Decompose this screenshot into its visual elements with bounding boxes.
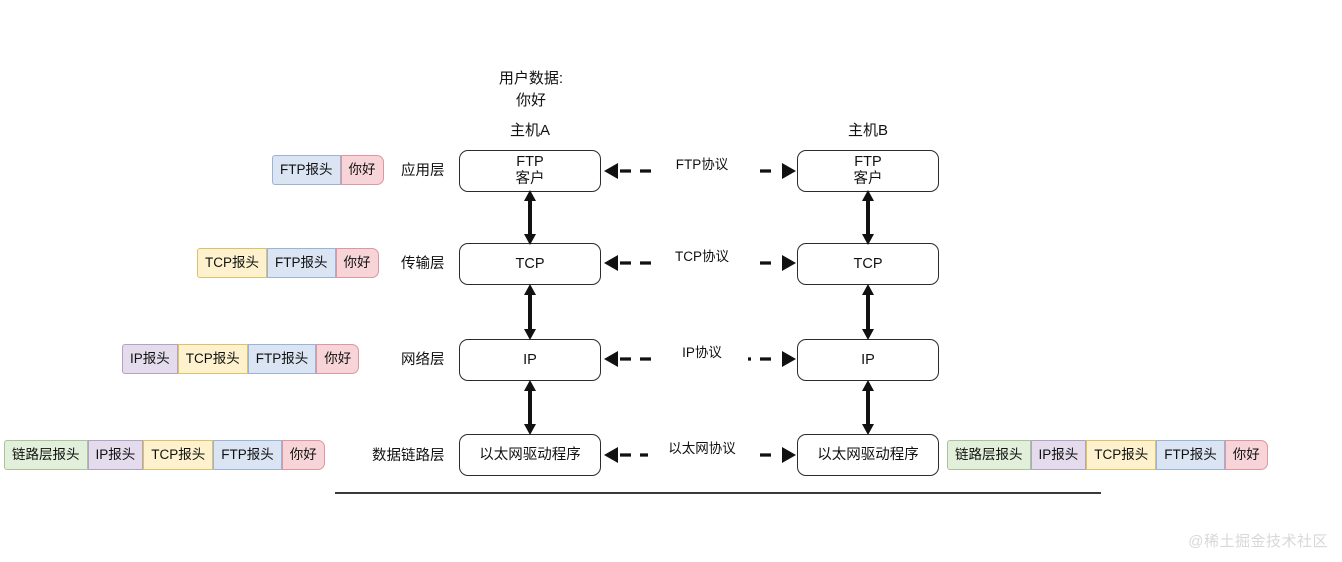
packet-chain-application: FTP报头 你好 [272, 155, 384, 185]
watermark: @稀土掘金技术社区 [1188, 533, 1328, 550]
host-b-arrow-network-datalink [862, 380, 874, 435]
segment-payload: 你好 [335, 248, 379, 278]
host-a-node-transport[interactable]: TCP [459, 243, 601, 285]
segment-link-header: 链路层报头 [4, 440, 88, 470]
segment-payload: 你好 [281, 440, 325, 470]
host-b-node-transport[interactable]: TCP [797, 243, 939, 285]
host-a-arrow-app-transport [524, 190, 536, 245]
physical-medium-line [335, 492, 1101, 494]
protocol-label-transport: TCP协议 [652, 249, 752, 265]
segment-link-header: 链路层报头 [947, 440, 1031, 470]
segment-tcp-header: TCP报头 [1086, 440, 1157, 470]
user-data-caption: 用户数据: 你好 [498, 70, 564, 109]
host-b-node-datalink[interactable]: 以太网驱动程序 [797, 434, 939, 476]
protocol-label-application: FTP协议 [652, 157, 752, 173]
host-a-node-application[interactable]: FTP 客户 [459, 150, 601, 192]
segment-payload: 你好 [316, 344, 360, 374]
host-a-arrow-network-datalink [524, 380, 536, 435]
protocol-label-network: IP协议 [656, 345, 748, 361]
segment-payload: 你好 [1224, 440, 1268, 470]
segment-ftp-header: FTP报头 [213, 440, 282, 470]
segment-ftp-header: FTP报头 [267, 248, 336, 278]
host-b-node-application[interactable]: FTP 客户 [797, 150, 939, 192]
layer-label-application: 应用层 [401, 163, 445, 179]
segment-tcp-header: TCP报头 [197, 248, 267, 278]
segment-tcp-header: TCP报头 [143, 440, 214, 470]
segment-payload: 你好 [340, 155, 384, 185]
packet-chain-received: 链路层报头 IP报头 TCP报头 FTP报头 你好 [947, 440, 1268, 470]
host-b-title: 主机B [847, 122, 888, 139]
host-b-arrow-transport-network [862, 284, 874, 340]
segment-ftp-header: FTP报头 [272, 155, 341, 185]
host-b-arrow-app-transport [862, 190, 874, 245]
protocol-label-datalink: 以太网协议 [648, 441, 756, 457]
segment-ip-header: IP报头 [1030, 440, 1087, 470]
host-a-arrow-transport-network [524, 284, 536, 340]
host-a-node-network[interactable]: IP [459, 339, 601, 381]
host-b-node-network[interactable]: IP [797, 339, 939, 381]
packet-chain-network: IP报头 TCP报头 FTP报头 你好 [122, 344, 360, 374]
segment-ftp-header: FTP报头 [1156, 440, 1225, 470]
packet-chain-datalink: 链路层报头 IP报头 TCP报头 FTP报头 你好 [4, 440, 325, 470]
layer-label-datalink: 数据链路层 [372, 448, 445, 464]
segment-ip-header: IP报头 [122, 344, 178, 374]
segment-ip-header: IP报头 [87, 440, 144, 470]
segment-tcp-header: TCP报头 [177, 344, 248, 374]
segment-ftp-header: FTP报头 [247, 344, 317, 374]
layer-label-network: 网络层 [401, 352, 445, 368]
layer-label-transport: 传输层 [401, 256, 445, 272]
packet-chain-transport: TCP报头 FTP报头 你好 [197, 248, 379, 278]
host-a-title: 主机A [509, 122, 550, 139]
host-a-node-datalink[interactable]: 以太网驱动程序 [459, 434, 601, 476]
